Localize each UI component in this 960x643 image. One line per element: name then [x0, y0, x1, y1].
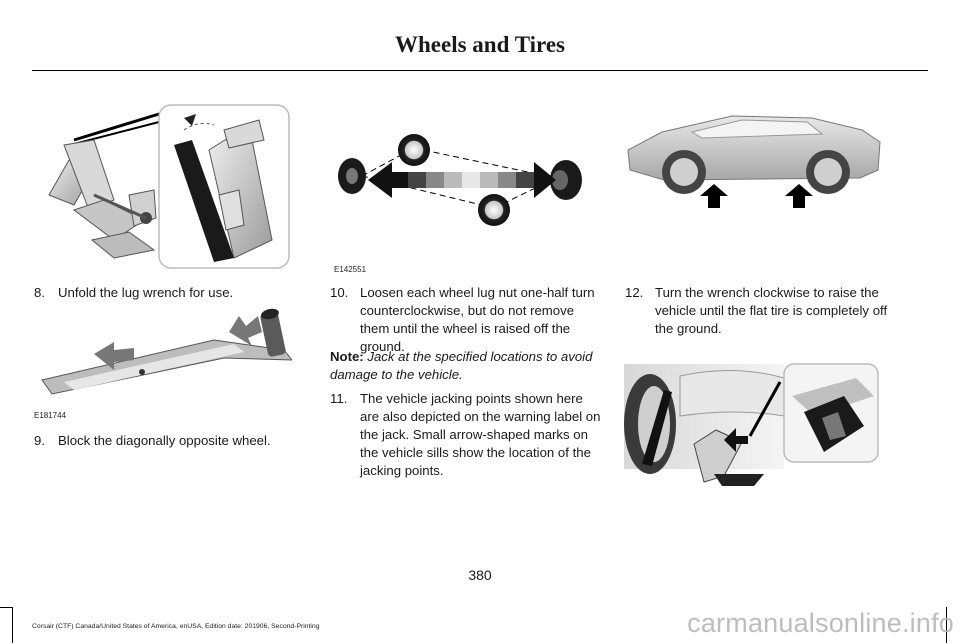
step-number: 8. [34, 285, 45, 300]
note-label: Note: [330, 349, 364, 364]
step-text: The vehicle jacking points shown here ar… [360, 391, 601, 478]
header-rule [32, 70, 928, 71]
step-number: 9. [34, 433, 45, 448]
note: Note: Jack at the specified locations to… [330, 348, 602, 384]
step-text: Turn the wrench clockwise to raise the v… [655, 285, 888, 336]
page-number: 380 [468, 567, 492, 583]
step-number: 11. [330, 391, 348, 406]
jack-illustration [34, 100, 292, 272]
step-10: 10. Loosen each wheel lug nut one-half t… [330, 284, 602, 356]
figure-code-lug-wrench: E181744 [34, 411, 67, 420]
step-9: 9. Block the diagonally opposite wheel. [34, 432, 292, 450]
step-text: Block the diagonally opposite wheel. [58, 433, 271, 448]
step-12: 12. Turn the wrench clockwise to raise t… [625, 284, 897, 338]
step-number: 12. [625, 285, 644, 300]
crop-mark-left-vertical [12, 607, 13, 643]
wheel-diagram [334, 128, 588, 240]
page-title: Wheels and Tires [395, 32, 565, 57]
car-jacking-points-illustration [622, 110, 884, 216]
footer-edition-text: Corsair (CTF) Canada/United States of Am… [32, 623, 320, 630]
step-8: 8. Unfold the lug wrench for use. [34, 284, 292, 302]
step-number: 10. [330, 285, 349, 300]
figure-code-wheel: E142551 [334, 265, 367, 274]
lug-wrench-illustration [34, 302, 292, 402]
note-text: Jack at the specified locations to avoid… [330, 349, 593, 382]
crop-mark-left-horizontal [0, 607, 12, 608]
step-text: Loosen each wheel lug nut one-half turn … [360, 285, 595, 354]
step-11: 11. The vehicle jacking points shown her… [330, 390, 602, 480]
watermark: carmanualsonline.info [687, 608, 954, 638]
crop-mark-right-vertical [946, 607, 947, 643]
jack-under-vehicle-illustration [624, 356, 884, 498]
step-text: Unfold the lug wrench for use. [58, 285, 234, 300]
